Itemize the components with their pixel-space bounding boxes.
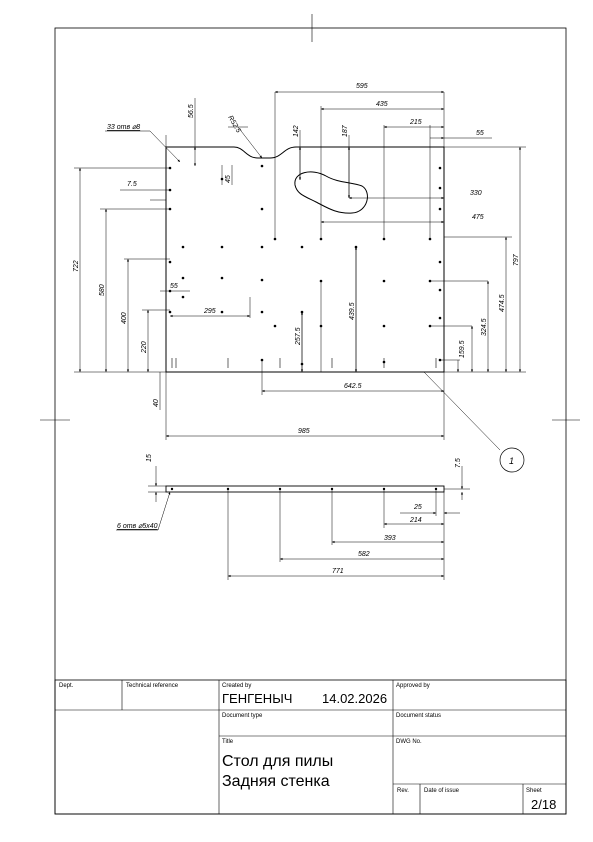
dim-15: 15	[146, 454, 153, 462]
edge-hole-marks	[171, 358, 437, 368]
dim-45: 45	[225, 175, 232, 183]
dim-439-5: 439.5	[349, 302, 356, 320]
dim-722: 722	[73, 260, 80, 272]
note-holes-side: 6 отв ⌀5x40	[117, 523, 158, 530]
dim-595: 595	[356, 83, 368, 90]
title-label: Title	[222, 739, 234, 745]
doc-type-label: Document type	[222, 713, 263, 719]
dim-330: 330	[470, 190, 482, 197]
dim-25: 25	[413, 504, 422, 511]
dim-55-top: 55	[476, 130, 484, 137]
dim-435: 435	[376, 101, 388, 108]
title-line-1: Стол для пилы	[222, 753, 333, 770]
dim-56-5: 56.5	[188, 104, 195, 118]
dim-187: 187	[342, 124, 349, 137]
note-holes-top: 33 отв ⌀8	[107, 124, 140, 131]
dwg-no-label: DWG No.	[396, 739, 422, 745]
dim-797: 797	[513, 253, 520, 266]
approved-by-label: Approved by	[396, 683, 430, 689]
title-block-text: Dept. Technical reference Created by ГЕН…	[59, 683, 556, 812]
edge-view	[165, 485, 445, 493]
dimension-labels: 595 435 215 55 56.5 142 187 45 330 475 7…	[73, 83, 520, 575]
sheet-number: 2/18	[531, 797, 556, 812]
dim-580: 580	[99, 284, 106, 296]
dim-295: 295	[203, 308, 216, 315]
dim-400: 400	[121, 312, 128, 324]
title-block	[54, 679, 567, 815]
dim-40: 40	[153, 399, 160, 407]
edge-view-dimensions	[148, 466, 470, 580]
tech-ref-label: Technical reference	[126, 683, 179, 689]
created-by-label: Created by	[222, 683, 251, 689]
dim-474-5: 474.5	[499, 294, 506, 312]
dim-582: 582	[358, 551, 370, 558]
dim-985: 985	[298, 428, 310, 435]
dim-7-5-right: 7.5	[455, 458, 462, 468]
dimension-lines	[78, 90, 522, 438]
doc-status-label: Document status	[396, 713, 441, 719]
dept-label: Dept.	[59, 683, 74, 689]
rev-label: Rev.	[397, 788, 409, 794]
panel-outline	[165, 146, 445, 373]
created-date: 14.02.2026	[322, 691, 387, 706]
balloon-number: 1	[509, 456, 514, 466]
sheet-label: Sheet	[526, 788, 542, 794]
dim-324-5: 324.5	[481, 318, 488, 336]
dim-215: 215	[409, 119, 422, 126]
cutout-outline	[294, 171, 368, 214]
dim-7-5-left: 7.5	[127, 181, 137, 188]
dim-257-5: 257.5	[295, 327, 302, 346]
hole-pattern	[168, 164, 442, 366]
dim-159-5: 159.5	[459, 340, 466, 358]
dim-475: 475	[472, 214, 484, 221]
date-issue-label: Date of issue	[424, 788, 460, 794]
balloon-1	[499, 447, 525, 473]
title-line-2: Задняя стенка	[222, 773, 330, 790]
edge-view-holes	[170, 487, 438, 491]
sheet-frame	[40, 14, 580, 815]
dim-393: 393	[384, 535, 396, 542]
extension-lines	[74, 92, 526, 440]
dim-142: 142	[293, 125, 300, 137]
dim-220: 220	[141, 341, 148, 354]
created-by-value: ГЕНГЕНЫЧ	[222, 691, 292, 706]
note-radius: R52.5	[226, 115, 241, 135]
dim-55-left: 55	[170, 283, 178, 290]
drawing-notes: 33 отв ⌀8 R52.5 6 отв ⌀5x40 1	[107, 115, 514, 531]
dim-214: 214	[409, 517, 422, 524]
dim-771: 771	[332, 568, 344, 575]
leader-lines	[105, 126, 501, 531]
dim-642-5: 642.5	[344, 383, 362, 390]
